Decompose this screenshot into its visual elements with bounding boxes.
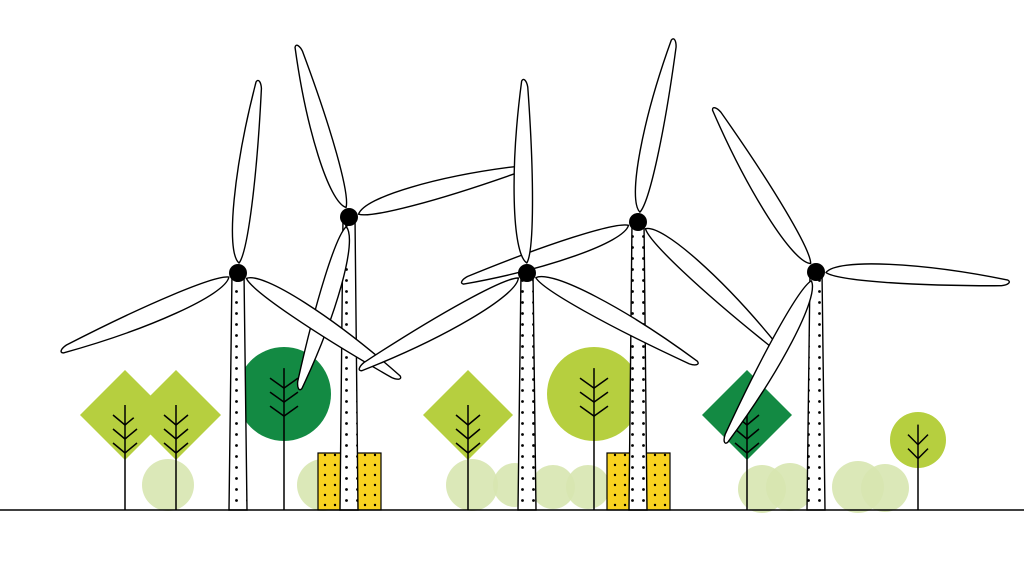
bush-icon: [531, 465, 575, 509]
tree-icon: [547, 347, 641, 510]
bush-icon: [142, 459, 194, 511]
tree-icon: [80, 370, 170, 510]
bush-icon: [766, 463, 814, 511]
bush-icon: [861, 464, 909, 512]
wind-turbine-icon: [460, 38, 778, 511]
wind-turbine-icon: [60, 79, 402, 511]
turbine-group: [60, 38, 1011, 511]
tree-icon: [423, 370, 513, 510]
wind-turbine-icon: [294, 44, 523, 511]
tree-icon: [131, 370, 221, 510]
bush-icon: [446, 459, 498, 511]
wind-turbine-icon: [358, 78, 699, 511]
bush-group: [142, 459, 909, 513]
tree-icon: [890, 412, 946, 510]
bush-icon: [566, 465, 610, 509]
